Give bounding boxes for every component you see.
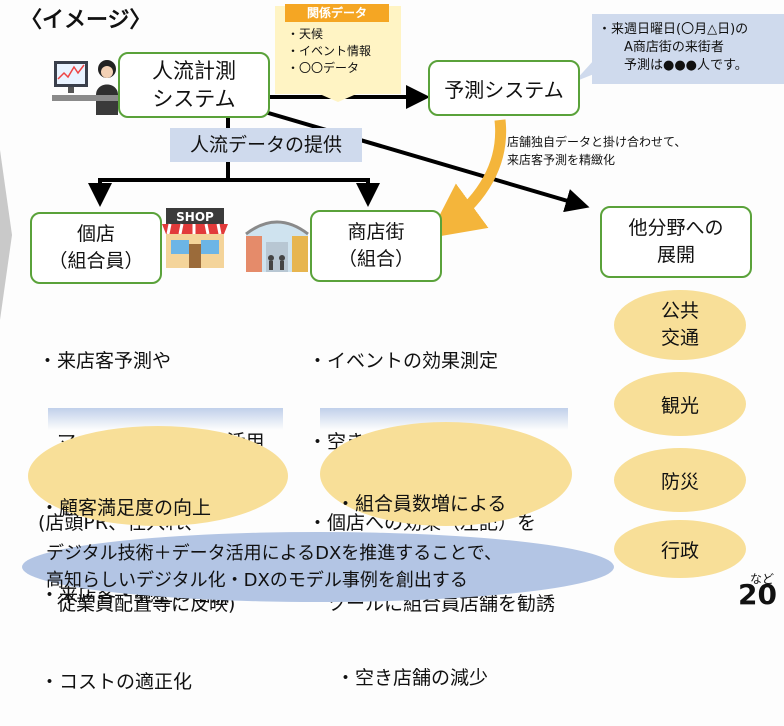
forecast-note-line: 予測は●●●人です。 (624, 58, 748, 73)
field-public-transport: 公共 交通 (614, 290, 746, 360)
flow-data-label: 人流データの提供 (170, 128, 362, 162)
forecast-system-box: 予測システム (428, 60, 580, 116)
bottom-message-ellipse (22, 532, 614, 602)
other-fields-box: 他分野への 展開 (600, 206, 752, 278)
fade-band (48, 408, 283, 430)
related-data-panel: 関係データ ・天候 ・イベント情報 ・〇〇データ (275, 4, 401, 94)
box-label: 商店街 (347, 221, 405, 243)
etc-label: など (750, 572, 775, 586)
message-line: 高知らしいデジタル化・DXのモデル事例を創出する (46, 570, 468, 591)
side-arrow-decoration (0, 150, 12, 320)
shopping-street-box: 商店街 （組合） (310, 210, 442, 282)
individual-store-box: 個店 （組合員） (30, 212, 162, 284)
list-item: ・イベントの効果測定 (308, 350, 499, 372)
field-tourism: 観光 (614, 372, 746, 436)
forecast-note-line: ・来週日曜日(〇月△日)の (598, 22, 749, 37)
box-label: （組合員） (48, 250, 144, 272)
related-data-item: ・〇〇データ (287, 61, 360, 75)
page-number: 20 (738, 578, 777, 611)
related-data-pointer (315, 92, 361, 102)
list-item: ・コストの適正化 (40, 671, 193, 693)
list-item: ・顧客満足度の向上 (40, 497, 212, 519)
related-data-header: 関係データ (285, 4, 389, 22)
box-label: 展開 (656, 244, 695, 266)
box-label: システム (152, 87, 236, 111)
bottom-message: デジタル技術＋データ活用によるDXを推進することで、 高知らしいデジタル化・DX… (46, 540, 502, 594)
related-data-item: ・イベント情報 (287, 44, 372, 58)
store-data-note: 店舗独自データと掛け合わせて、 来店客予測を精緻化 (507, 133, 686, 169)
forecast-note-line: A商店街の来街者 (624, 40, 724, 55)
shop-illustration: SHOP (162, 208, 228, 268)
note-line: 来店客予測を精緻化 (507, 153, 616, 167)
list-item: ・組合員数増による (336, 493, 507, 515)
box-label: 予測システム (444, 77, 564, 102)
message-line: デジタル技術＋データ活用によるDXを推進することで、 (46, 543, 503, 564)
box-label: （組合） (337, 248, 414, 270)
fade-band (320, 408, 568, 430)
field-administration: 行政 (614, 520, 746, 578)
related-data-item: ・天候 (287, 27, 324, 41)
individual-outcomes-ellipse (28, 426, 288, 526)
box-label: 他分野への (628, 217, 724, 239)
shopping-street-illustration (245, 220, 309, 272)
field-disaster-prevention: 防災 (614, 448, 746, 512)
street-outcomes-ellipse (320, 422, 572, 526)
box-label: 個店 (76, 223, 115, 245)
measurement-system-box: 人流計測 システム (118, 52, 270, 118)
shop-sign-text: SHOP (176, 210, 214, 224)
note-line: 店舗独自データと掛け合わせて、 (507, 135, 687, 149)
forecast-result-note: ・来週日曜日(〇月△日)の A商店街の来街者 予測は●●●人です。 (592, 14, 784, 84)
page-title: 〈イメージ〉 (20, 8, 152, 33)
list-item: ・空き店舗の減少 (336, 667, 489, 689)
person-computer-illustration (52, 60, 122, 115)
box-label: 人流計測 (152, 59, 236, 83)
list-item: ・来店客予測や (38, 350, 172, 372)
